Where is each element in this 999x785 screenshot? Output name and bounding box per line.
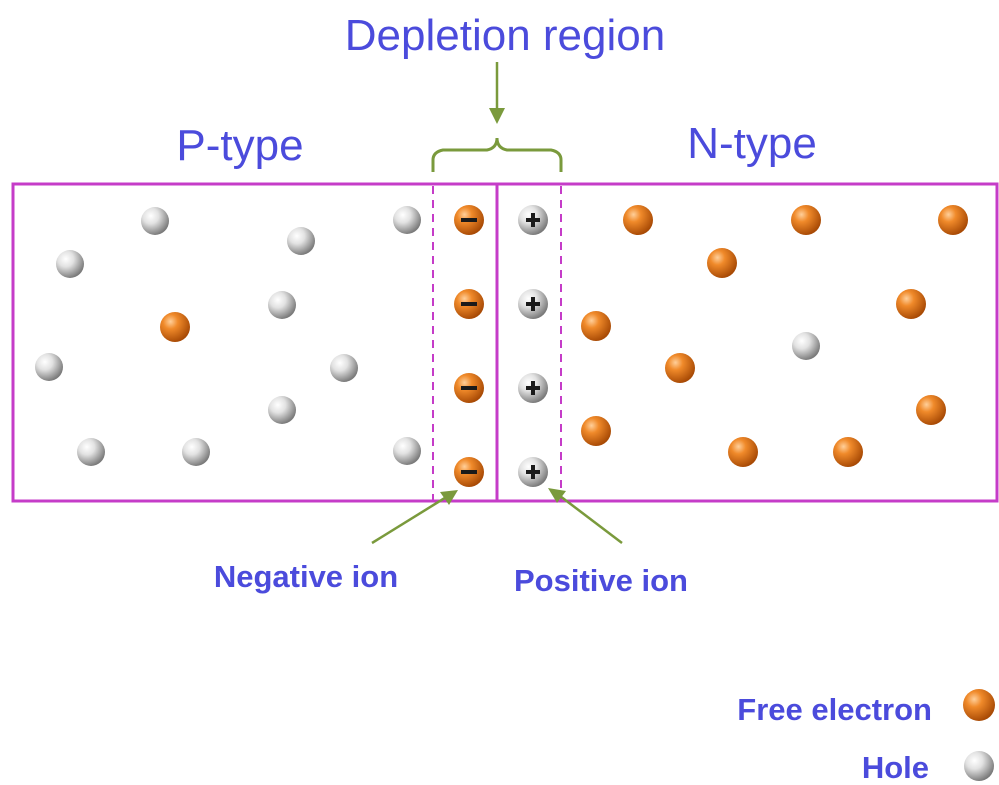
hole bbox=[35, 353, 63, 381]
negative-ion bbox=[454, 457, 484, 487]
depletion-region-label: Depletion region bbox=[345, 11, 665, 60]
hole bbox=[268, 291, 296, 319]
free-electron bbox=[791, 205, 821, 235]
negative-ion bbox=[454, 289, 484, 319]
positive-ion-label: Positive ion bbox=[514, 563, 688, 598]
hole bbox=[792, 332, 820, 360]
hole bbox=[287, 227, 315, 255]
hole bbox=[77, 438, 105, 466]
free-electron bbox=[916, 395, 946, 425]
n-type-region bbox=[495, 182, 999, 503]
positive-ion bbox=[518, 205, 548, 235]
free-electron bbox=[938, 205, 968, 235]
negative-ion-label: Negative ion bbox=[214, 559, 398, 594]
positive-ion bbox=[518, 289, 548, 319]
free-electron bbox=[665, 353, 695, 383]
positive-ion-pointer-arrow bbox=[548, 488, 623, 544]
legend-hole-label: Hole bbox=[862, 750, 929, 785]
positive-ion bbox=[518, 373, 548, 403]
depletion-pointer-arrow bbox=[489, 62, 505, 124]
legend-free-electron-icon bbox=[963, 689, 995, 721]
depletion-brace bbox=[431, 137, 563, 172]
free-electron bbox=[707, 248, 737, 278]
p-type-label: P-type bbox=[176, 121, 303, 170]
hole bbox=[268, 396, 296, 424]
legend-hole-icon bbox=[964, 751, 994, 781]
hole bbox=[141, 207, 169, 235]
hole bbox=[182, 438, 210, 466]
free-electron bbox=[896, 289, 926, 319]
legend: Free electron Hole bbox=[737, 689, 995, 785]
free-electron bbox=[160, 312, 190, 342]
free-electron bbox=[728, 437, 758, 467]
hole bbox=[393, 437, 421, 465]
negative-ion-pointer-arrow bbox=[371, 490, 458, 545]
hole bbox=[56, 250, 84, 278]
free-electron bbox=[833, 437, 863, 467]
legend-free-electron-label: Free electron bbox=[737, 692, 932, 727]
negative-ion bbox=[454, 373, 484, 403]
negative-ion bbox=[454, 205, 484, 235]
n-type-label: N-type bbox=[687, 119, 817, 168]
hole bbox=[330, 354, 358, 382]
free-electron bbox=[623, 205, 653, 235]
positive-ion bbox=[518, 457, 548, 487]
free-electron bbox=[581, 416, 611, 446]
free-electron bbox=[581, 311, 611, 341]
hole bbox=[393, 206, 421, 234]
